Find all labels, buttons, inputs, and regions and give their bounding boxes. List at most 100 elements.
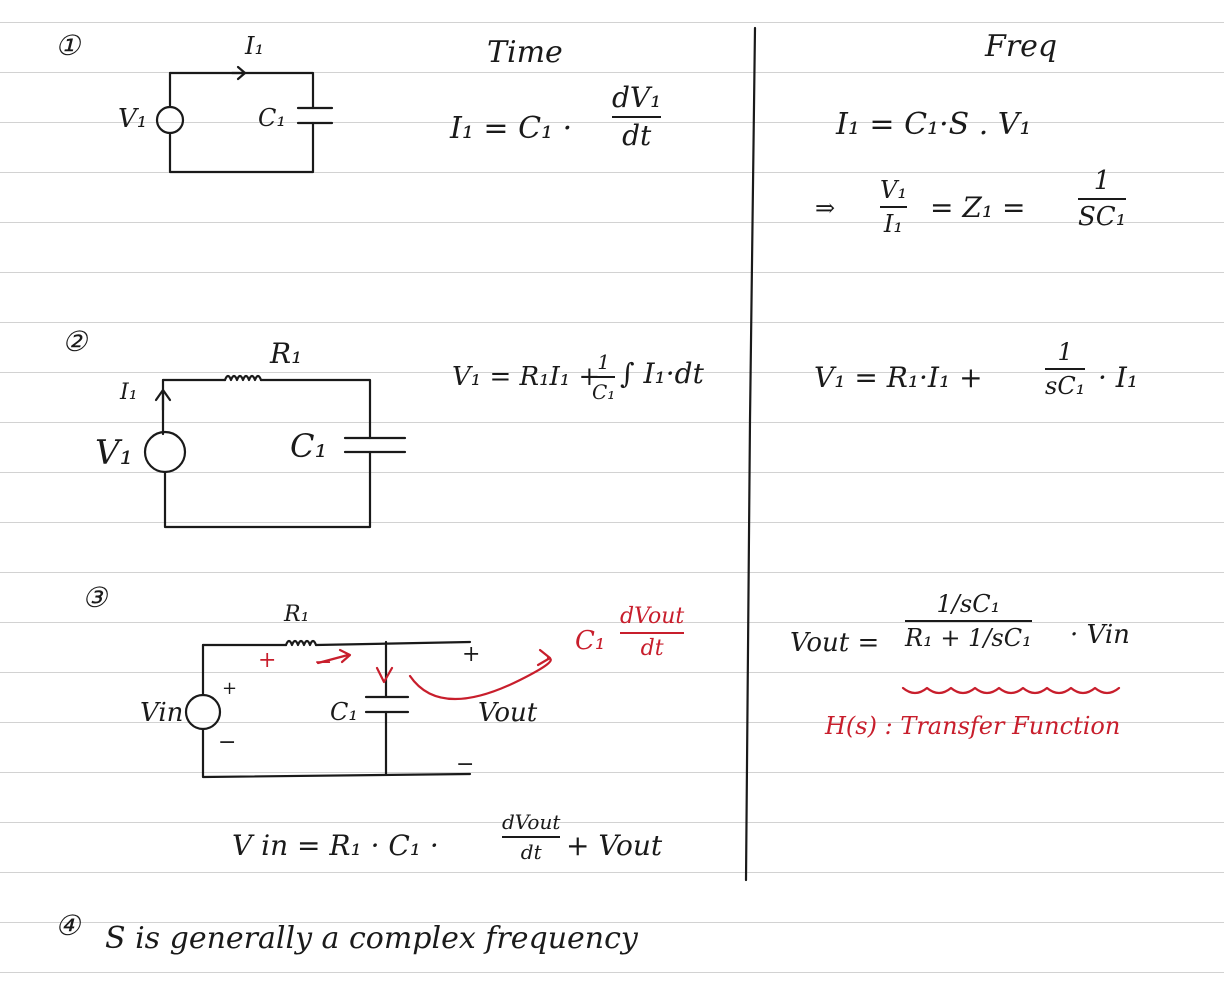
voltage-source-1 (155, 105, 185, 135)
fraction-denominator: dt (520, 840, 542, 864)
circuit3-time-fraction: dVout dt (502, 810, 561, 864)
time-header: Time (487, 35, 563, 70)
fraction-bar (880, 206, 907, 208)
section-number-4: ④ (55, 909, 81, 942)
circuit-1 (155, 65, 334, 174)
circuit2-time-eq-rhs: ∫ I₁·dt (620, 357, 704, 390)
circuit2-freq-eq-rhs: · I₁ (1098, 361, 1139, 394)
circuit2-source-label: V₁ (95, 433, 134, 473)
resistor-2 (223, 374, 263, 382)
fraction-bar (1078, 198, 1127, 200)
circuit1-impedance-eq: = Z₁ = (930, 191, 1026, 224)
fraction-denominator: C₁ (592, 380, 616, 404)
fraction-bar (1045, 368, 1086, 370)
circuit3-source-label: Vin (140, 698, 184, 728)
fraction-denominator: I₁ (883, 210, 904, 238)
fraction-numerator: dV₁ (612, 81, 662, 114)
circuit2-time-fraction: 1 C₁ (592, 350, 616, 404)
circuit2-resistor-label: R₁ (270, 337, 303, 370)
circuit3-resistor-label: R₁ (284, 602, 310, 627)
ruled-line (0, 672, 1224, 673)
red-annotation-fraction: dVout dt (620, 604, 685, 661)
circuit2-freq-eq-lhs: V₁ = R₁·I₁ + (814, 361, 983, 394)
ruled-line (0, 622, 1224, 623)
voltage-source-3 (184, 693, 222, 731)
fraction-numerator: dVout (502, 810, 561, 834)
circuit2-capacitor-label: C₁ (290, 427, 328, 465)
current-arrow-1 (230, 65, 247, 81)
circuit3-freq-eq-rhs: · Vin (1070, 620, 1130, 650)
red-wavy-underline (901, 686, 1121, 695)
ruled-line (0, 72, 1224, 73)
ruled-line (0, 172, 1224, 173)
circuit1-time-eq-lhs: I₁ = C₁ · (450, 111, 573, 146)
ruled-line (0, 322, 1224, 323)
circuit1-current-label: I₁ (245, 32, 265, 60)
ruled-line (0, 122, 1224, 123)
ruled-line (0, 22, 1224, 23)
current-arrow-2 (154, 388, 172, 412)
circuit2-freq-fraction: 1 sC₁ (1045, 338, 1086, 400)
capacitor-2 (343, 436, 407, 454)
circuit2-time-eq-lhs: V₁ = R₁I₁ + (452, 362, 601, 392)
ruled-line (0, 722, 1224, 723)
fraction-denominator: SC₁ (1078, 202, 1127, 232)
circuit3-output-minus: − (456, 752, 475, 777)
red-down-arrow (375, 666, 394, 684)
circuit1-capacitor-label: C₁ (258, 104, 286, 132)
fraction-numerator: dVout (620, 604, 685, 629)
ruled-line (0, 972, 1224, 973)
fraction-numerator: 1/sC₁ (936, 590, 1001, 618)
circuit3-resistor-minus: − (314, 650, 333, 675)
section-number-2: ② (62, 325, 88, 358)
ruled-line (0, 372, 1224, 373)
ruled-line (0, 422, 1224, 423)
transfer-function-label: H(s) : Transfer Function (825, 712, 1121, 740)
circuit3-output-plus: + (462, 642, 481, 667)
implies-arrow: ⇒ (815, 194, 836, 222)
circuit3-source-plus: + (222, 678, 238, 699)
ruled-line (0, 772, 1224, 773)
fraction-numerator: 1 (1057, 338, 1073, 366)
circuit3-source-minus: − (218, 730, 237, 755)
fraction-bar (612, 116, 662, 118)
circuit3-freq-eq-lhs: Vout = (790, 628, 880, 658)
resistor-3 (284, 639, 318, 647)
circuit1-freq-eq1: I₁ = C₁·S . V₁ (836, 107, 1032, 142)
fraction-bar (905, 620, 1032, 622)
freq-header: Freq (985, 29, 1058, 64)
voltage-source-2 (143, 430, 187, 474)
fraction-numerator: 1 (597, 350, 611, 374)
circuit3-capacitor-label: C₁ (330, 698, 358, 726)
fraction-denominator: dt (640, 636, 664, 661)
capacitor-3 (364, 695, 410, 714)
fraction-numerator: 1 (1093, 166, 1111, 196)
fraction-bar (592, 376, 616, 378)
red-current-arrow (316, 648, 352, 665)
circuit1-source-label: V₁ (118, 104, 148, 134)
circuit-3 (184, 639, 472, 779)
capacitor-1 (296, 106, 334, 125)
column-divider (744, 26, 757, 882)
fraction-denominator: sC₁ (1045, 372, 1086, 400)
circuit-2 (143, 374, 407, 529)
circuit1-freq-fraction-right: 1 SC₁ (1078, 166, 1127, 232)
red-curve-arrow (408, 656, 552, 701)
circuit3-vout-label: Vout (478, 698, 538, 728)
ruled-line (0, 822, 1224, 823)
ruled-line (0, 222, 1224, 223)
circuit3-freq-fraction: 1/sC₁ R₁ + 1/sC₁ (905, 592, 1032, 650)
ruled-line (0, 872, 1224, 873)
circuit2-current-label: I₁ (120, 380, 138, 405)
fraction-denominator: dt (622, 119, 652, 152)
ruled-line (0, 572, 1224, 573)
ruled-line (0, 272, 1224, 273)
fraction-bar (620, 632, 685, 634)
circuit1-freq-fraction-left: V₁ I₁ (880, 178, 907, 236)
fraction-bar (502, 836, 561, 838)
circuit1-time-fraction: dV₁ dt (612, 81, 662, 152)
red-annotation-prefix: C₁ (575, 626, 606, 656)
section-number-1: ① (55, 29, 81, 62)
